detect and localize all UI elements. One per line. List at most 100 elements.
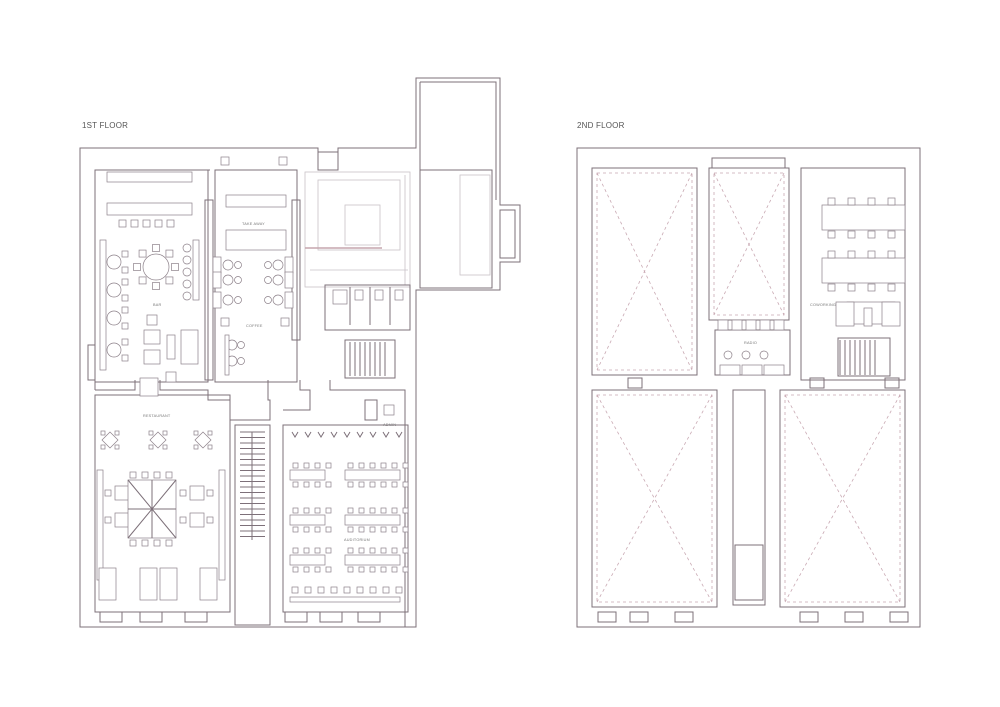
chair <box>380 526 387 533</box>
planter <box>220 317 230 327</box>
chair <box>887 250 896 259</box>
equipment <box>759 319 771 331</box>
chair <box>325 566 332 573</box>
side-table <box>146 314 158 326</box>
chair <box>867 283 876 292</box>
equipment <box>731 319 743 331</box>
void-markings <box>596 172 901 603</box>
chair <box>121 322 129 330</box>
windows <box>597 377 909 623</box>
stool <box>182 291 192 301</box>
bench <box>212 256 222 274</box>
bench <box>284 271 294 289</box>
chair <box>100 444 106 450</box>
chair <box>380 507 387 514</box>
sofa <box>199 567 218 601</box>
chair <box>314 507 321 514</box>
exterior-stair <box>499 209 516 259</box>
chair <box>369 586 377 594</box>
coffee-table <box>863 307 873 327</box>
chair <box>391 507 398 514</box>
chair <box>165 276 174 285</box>
chair <box>847 250 856 259</box>
stool <box>182 279 192 289</box>
chair <box>179 489 187 497</box>
chair <box>303 566 310 573</box>
chair <box>264 261 272 269</box>
chair <box>314 526 321 533</box>
chair <box>369 547 376 554</box>
table <box>106 310 122 326</box>
second-floor-title: 2ND FLOOR <box>577 121 625 130</box>
chair <box>179 516 187 524</box>
chair <box>152 244 160 252</box>
first-floor-title: 1ST FLOOR <box>82 121 128 130</box>
table <box>106 282 122 298</box>
room-label-coworking: COWORKING <box>810 303 836 307</box>
curtain <box>343 431 351 438</box>
curtain <box>356 431 364 438</box>
chair <box>104 516 112 524</box>
chair <box>292 566 299 573</box>
curtain <box>369 431 377 438</box>
chair <box>129 539 137 547</box>
table <box>222 294 234 306</box>
chair <box>402 566 409 573</box>
staircase <box>837 337 891 377</box>
table <box>272 259 284 271</box>
table <box>189 512 205 528</box>
planter <box>278 156 288 166</box>
armchair <box>143 329 161 345</box>
chair <box>347 507 354 514</box>
room-label-restaurant: RESTAURANT <box>143 414 171 418</box>
bar-stool <box>142 219 151 228</box>
table <box>189 485 205 501</box>
curtain <box>395 431 403 438</box>
chair <box>380 462 387 469</box>
chair <box>206 516 214 524</box>
bar-stool <box>166 219 175 228</box>
window <box>629 611 649 623</box>
room-label-radio: RADIO <box>744 341 757 345</box>
room-label-bar: BAR <box>153 303 161 307</box>
chair <box>380 481 387 488</box>
chair <box>304 586 312 594</box>
chair <box>358 507 365 514</box>
chair <box>121 278 129 286</box>
void-south-west <box>591 389 718 608</box>
table <box>106 342 122 358</box>
window <box>844 611 864 623</box>
banquette <box>99 239 107 371</box>
curtain <box>330 431 338 438</box>
annex-room <box>419 169 493 289</box>
chair <box>325 526 332 533</box>
bench <box>212 271 222 289</box>
window <box>184 611 208 623</box>
restrooms <box>324 284 411 331</box>
void-cross <box>596 394 713 603</box>
room-label-auditorium: AUDITORIUM <box>344 538 370 542</box>
chair <box>382 586 390 594</box>
chair <box>391 462 398 469</box>
bench <box>284 256 294 274</box>
chair <box>325 462 332 469</box>
sofa <box>159 567 178 601</box>
chair <box>356 586 364 594</box>
chair <box>887 230 896 239</box>
chair <box>121 306 129 314</box>
desk <box>821 204 906 231</box>
chair <box>234 296 242 304</box>
table <box>272 274 284 286</box>
coffee-table <box>166 334 176 360</box>
window <box>284 611 308 623</box>
stool <box>182 267 192 277</box>
desk <box>289 554 326 566</box>
chair <box>237 357 245 365</box>
chair <box>292 462 299 469</box>
chair <box>867 197 876 206</box>
chair <box>292 526 299 533</box>
pier <box>809 377 825 389</box>
stage-edge <box>289 596 401 603</box>
chair <box>887 197 896 206</box>
